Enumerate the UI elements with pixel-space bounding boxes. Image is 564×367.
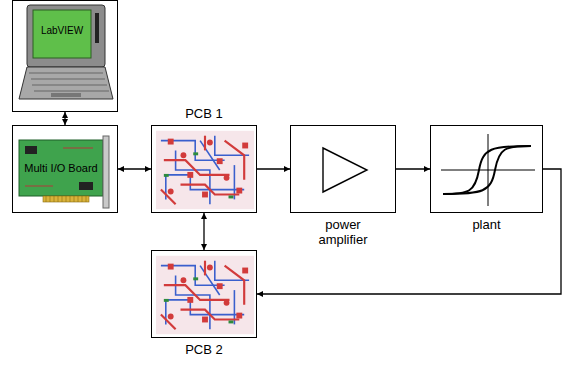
box-caption: PCB 2 <box>185 343 223 358</box>
box-caption: plant <box>472 218 500 233</box>
computer-box: LabVIEW <box>12 0 118 112</box>
box-caption: power amplifier <box>303 218 383 248</box>
board-label: Multi I/O Board <box>24 162 97 175</box>
signal-connector <box>203 213 204 250</box>
amp-illustration <box>291 126 395 212</box>
plant-illustration <box>431 126 542 212</box>
pcb-illustration <box>152 126 256 212</box>
pcb-box: PCB 2 <box>151 250 257 338</box>
signal-connector <box>257 168 290 169</box>
io-board-box: Multi I/O Board <box>12 125 118 213</box>
amplifier-box: power amplifier <box>290 125 396 213</box>
laptop-illustration <box>13 1 117 111</box>
software-label: LabVIEW <box>41 25 83 37</box>
pcb-illustration <box>152 251 256 337</box>
signal-connector <box>64 112 65 125</box>
box-heading: PCB 1 <box>185 107 223 122</box>
signal-connector <box>396 168 430 169</box>
plant-box: plant <box>430 125 543 213</box>
pcb-box: PCB 1 <box>151 125 257 213</box>
signal-connector <box>118 168 151 169</box>
